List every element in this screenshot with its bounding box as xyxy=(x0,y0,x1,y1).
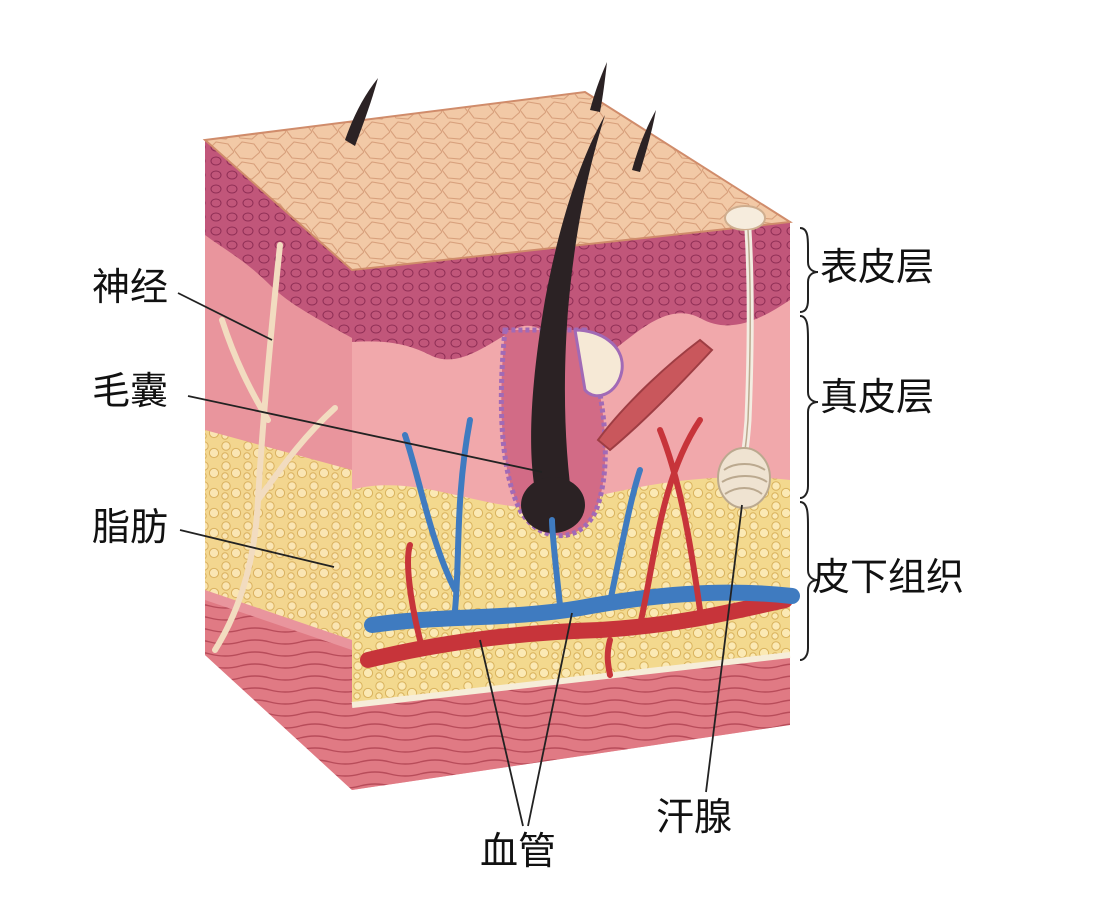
artery-branches xyxy=(405,417,703,678)
sweat-pore xyxy=(724,205,766,231)
left-face-muscle xyxy=(205,600,352,790)
fascia-line xyxy=(351,652,791,708)
label-sweat-gland: 汗腺 xyxy=(656,795,733,839)
leader-fat xyxy=(179,529,335,568)
nerve-fiber xyxy=(212,242,338,653)
left-face-epidermis xyxy=(205,140,352,338)
leader-vessel-1 xyxy=(479,639,524,827)
front-face-epidermis xyxy=(352,222,790,360)
arrector-pili-muscle xyxy=(596,338,714,452)
leader-follicle xyxy=(187,395,543,473)
label-epidermis: 表皮层 xyxy=(820,245,935,289)
label-fat: 脂肪 xyxy=(92,505,169,549)
label-dermis: 真皮层 xyxy=(820,375,935,419)
sebaceous-gland xyxy=(573,328,624,398)
sweat-gland-coil xyxy=(717,447,771,509)
artery-main xyxy=(360,592,793,668)
label-nerve: 神经 xyxy=(92,265,169,309)
bracket-epidermis xyxy=(799,227,819,313)
leader-nerve xyxy=(177,292,273,341)
bracket-subcutaneous xyxy=(799,501,819,661)
leader-sweat xyxy=(705,504,743,793)
leader-vessel-2 xyxy=(527,612,573,827)
label-subcutaneous: 皮下组织 xyxy=(812,555,965,599)
hair-tip-3 xyxy=(632,110,656,172)
bracket-dermis xyxy=(799,315,819,499)
vein-branches xyxy=(402,417,643,613)
hair-tip-2 xyxy=(590,62,607,112)
label-blood-vessels: 血管 xyxy=(480,829,557,873)
label-hair-follicle: 毛囊 xyxy=(92,369,169,413)
front-face-muscle xyxy=(352,655,790,790)
hair-tip-1 xyxy=(345,78,378,146)
hair-bulb xyxy=(521,477,585,533)
vein-main xyxy=(364,584,800,633)
hair-shaft xyxy=(531,115,605,525)
